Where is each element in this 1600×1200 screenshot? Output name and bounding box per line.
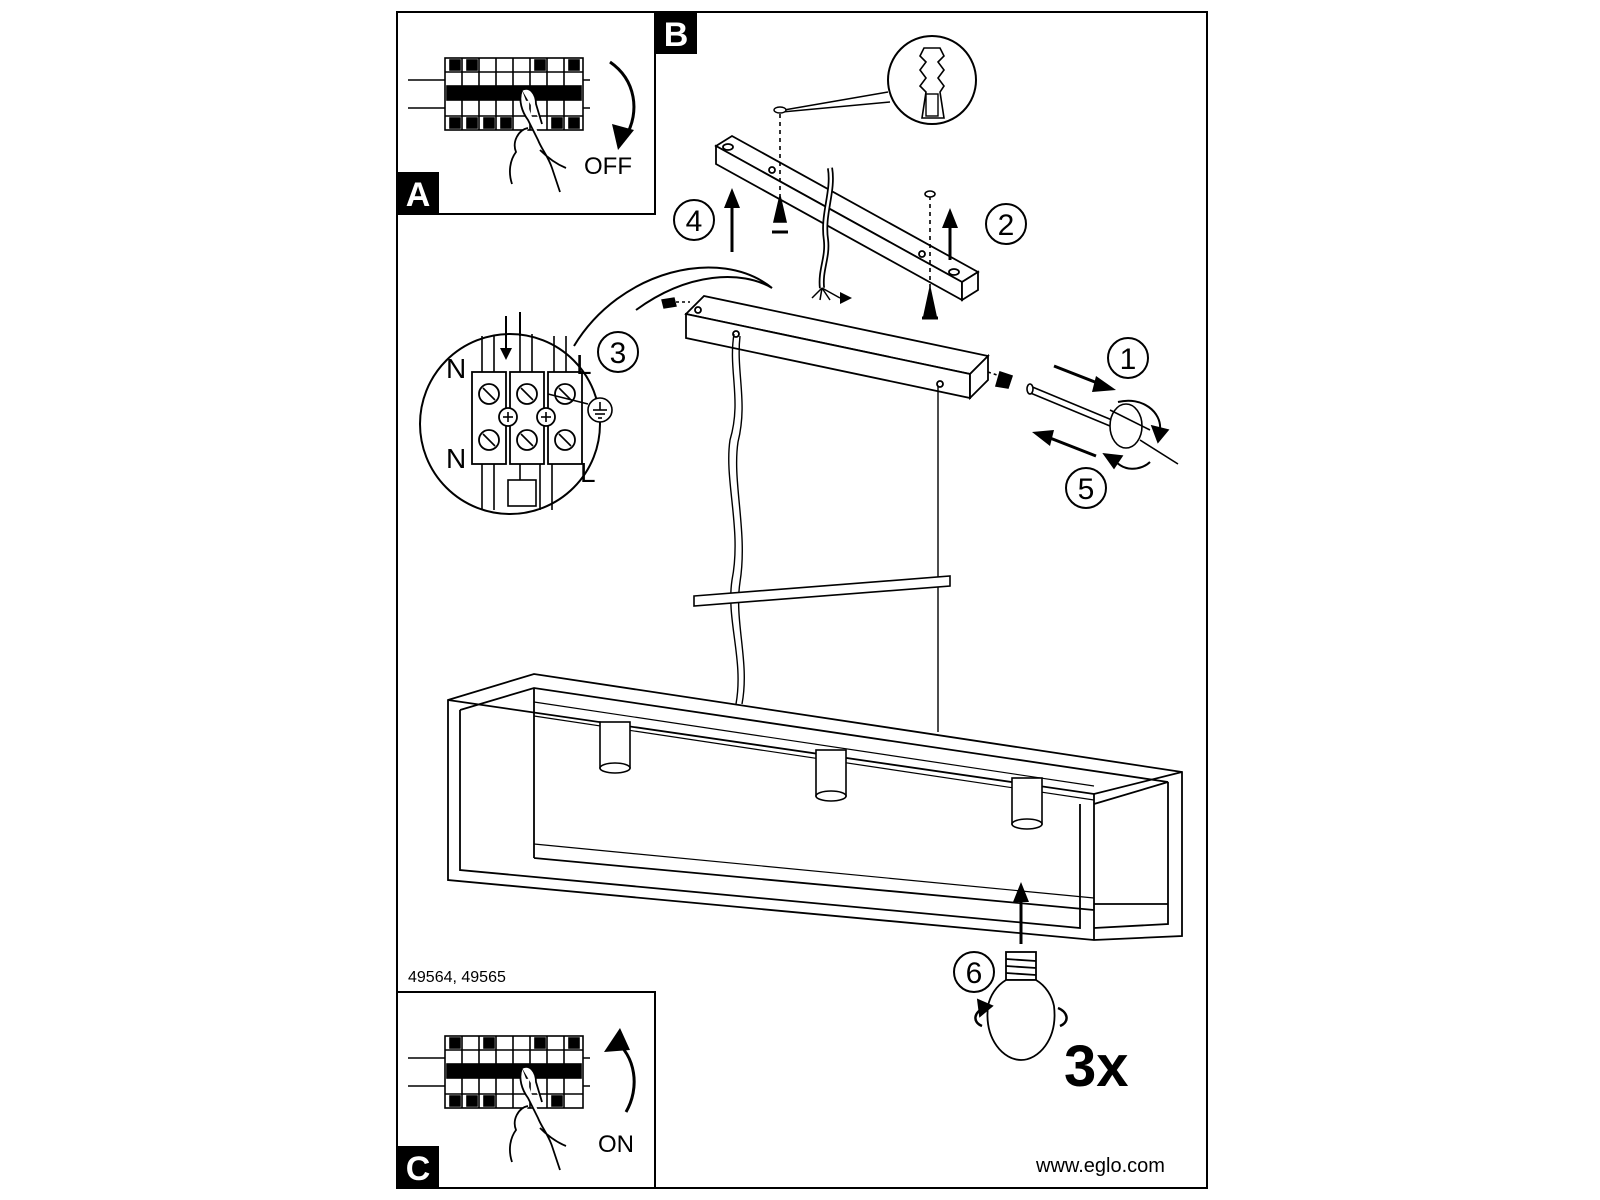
wire-label-live-bottom: L: [580, 457, 596, 488]
canopy-fastening: [987, 370, 1179, 470]
breaker-panel-icon: [408, 57, 590, 131]
supply-wires: [811, 287, 841, 301]
label-letter-a: A: [406, 176, 431, 214]
step-2-arrow: [942, 208, 958, 260]
hand-icon: [509, 1066, 567, 1171]
step-1-number: 1: [1120, 343, 1137, 376]
wire-label-live-top: L: [576, 349, 592, 380]
light-bulb-icon: [974, 951, 1068, 1061]
lamp-frame: [447, 673, 1183, 941]
wire-label-neutral-bottom: N: [446, 443, 466, 474]
canopy: [684, 295, 990, 401]
model-numbers: 49564, 49565: [408, 969, 506, 986]
step-2-number: 2: [998, 209, 1015, 242]
lamp-sockets: [599, 721, 1043, 830]
wall-plug-detail: [773, 35, 977, 125]
step-5-arrow: [1032, 430, 1097, 458]
step-3-number: 3: [610, 337, 627, 370]
breaker-panel-icon: [408, 1035, 590, 1109]
step-numbers: 1 2 3 4 5 6: [610, 205, 1137, 990]
instruction-on: ON: [598, 1131, 634, 1158]
suspension: [693, 333, 951, 732]
label-box-c: [397, 1146, 439, 1188]
label-letter-c: C: [406, 1150, 431, 1188]
ceiling-screws: [772, 114, 938, 320]
label-box-a: [397, 172, 439, 214]
arrowhead: [500, 348, 512, 360]
step-6-number: 6: [966, 957, 983, 990]
step-4-arrow: [724, 188, 740, 252]
label-letter-b: B: [664, 16, 689, 54]
step-3-badge: [597, 331, 639, 373]
switch-off-arrow: [609, 60, 636, 137]
earth-symbol-icon: [547, 393, 613, 423]
step-2-badge: [985, 203, 1027, 245]
panel-breaker-off: B A OFF: [396, 11, 697, 215]
arrowhead: [604, 1028, 630, 1052]
step-4-number: 4: [686, 205, 703, 238]
panel-breaker-on: C ON: [396, 991, 656, 1189]
step-6-badge: [953, 951, 995, 993]
step-5-number: 5: [1078, 473, 1095, 506]
step-badges: [597, 199, 1149, 993]
wiring-detail: N N L L: [419, 266, 773, 515]
supply-cable-inner: [820, 167, 833, 289]
bulb-quantity: 3x: [1064, 1034, 1129, 1099]
step-4-badge: [673, 199, 715, 241]
label-box-b: [655, 12, 697, 54]
step-1-badge: [1107, 337, 1149, 379]
step-5-badge: [1065, 467, 1107, 509]
arrowhead: [612, 124, 634, 150]
step-6-arrow: [1013, 882, 1029, 944]
arrowhead: [840, 292, 852, 304]
canopy-side-screw-left: [661, 297, 690, 309]
website-url: www.eglo.com: [1035, 1155, 1165, 1177]
step-1-arrow: [1053, 364, 1116, 392]
instruction-off: OFF: [584, 153, 632, 180]
wire-label-neutral-top: N: [446, 353, 466, 384]
hand-icon: [509, 88, 567, 193]
cable-sleeve: [507, 479, 537, 507]
ceiling-bracket: [714, 134, 980, 302]
